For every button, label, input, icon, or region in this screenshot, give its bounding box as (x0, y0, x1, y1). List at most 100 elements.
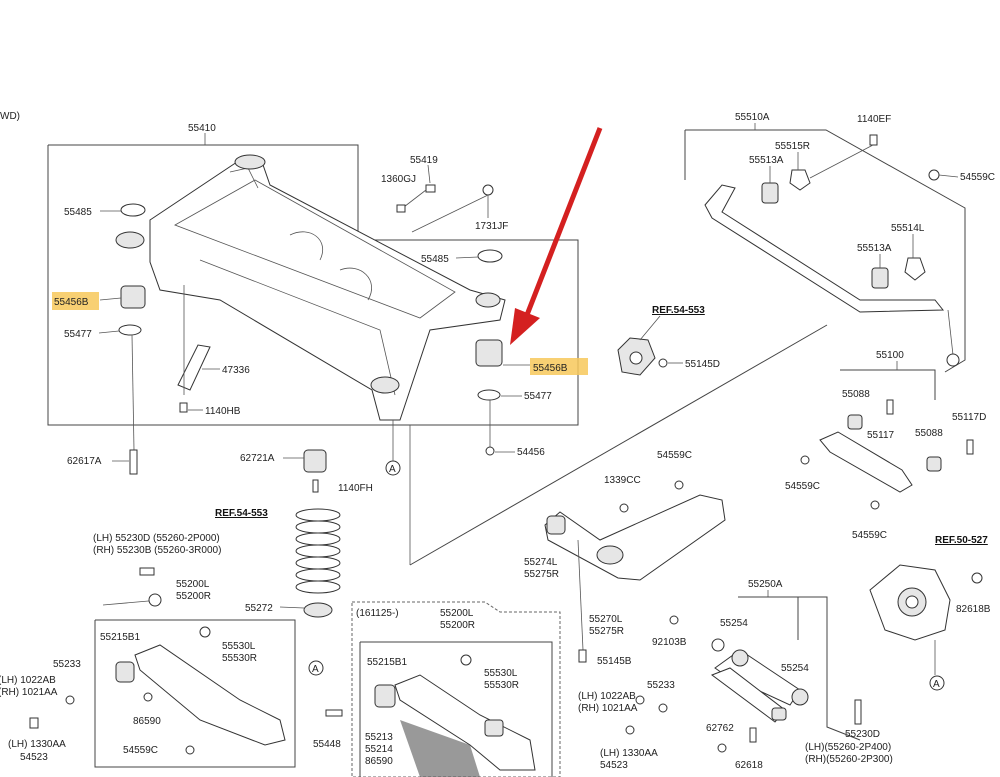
bumper-62721a (303, 449, 327, 473)
ref-label-2: REF.54-553 (215, 508, 268, 519)
label-55145b: 55145B (597, 656, 632, 667)
label-55254-a: 55254 (720, 618, 748, 629)
bolt-55117 (886, 399, 894, 415)
knuckle-hole (629, 351, 643, 365)
control-arms-group: 55100 55088 55117 55088 55117D 54559C 54… (409, 324, 991, 691)
clamp-55514l (904, 257, 926, 281)
callout-A-letter-1: A (389, 464, 396, 475)
label-55530l-b: 55530L (484, 668, 518, 679)
label-55230d: 55230D (845, 729, 880, 740)
label-55272: 55272 (245, 603, 273, 614)
label-55088-b: 55088 (915, 428, 943, 439)
trailing-arm (544, 494, 726, 581)
ball-joint-a (199, 626, 211, 638)
washer-55477-right (477, 389, 501, 401)
label-55233-a: 55233 (53, 659, 81, 670)
label-55456b-left: 55456B (54, 297, 89, 308)
upper-arm (819, 431, 913, 493)
bushing-55254-b (791, 688, 809, 706)
label-lh-1022ab-b: (LH) 1022AB (578, 691, 636, 702)
label-55117: 55117 (867, 430, 895, 441)
crossmember-frame (149, 159, 506, 421)
trailing-arm-bush (596, 545, 624, 565)
nut-55419 (425, 184, 436, 193)
label-62721a: 62721A (240, 453, 275, 464)
lower-arm-shadow (400, 720, 480, 777)
bushing-55088-a (847, 414, 863, 430)
bolt-1339cc (619, 503, 629, 513)
callout-A-knuckle (929, 675, 945, 691)
label-1360gj: 1360GJ (381, 174, 416, 185)
label-lh-1330aa: (LH) 1330AA (8, 739, 66, 750)
label-55215b1-a: 55215B1 (100, 632, 140, 643)
lower-left-group: 55200L 55200R 55215B1 55530L 55530R 5523… (0, 579, 343, 768)
nut-54559c-c (674, 480, 684, 490)
label-86590-b: 86590 (365, 756, 393, 767)
nut-62762 (717, 743, 727, 753)
label-54523-a: 54523 (20, 752, 48, 763)
dashed-box (351, 601, 561, 777)
frame-mount-top (234, 154, 266, 170)
label-62617a: 62617A (67, 456, 102, 467)
label-55200l-a: 55200L (176, 579, 210, 590)
right-lower-group: 55250A 55254 55254 55233 (LH) 1022AB (RH… (578, 579, 893, 771)
frame-mount-left (115, 231, 145, 249)
bracket-47336 (177, 344, 211, 391)
bushing-lateral (771, 707, 787, 721)
subframe-group: WD) 55410 55485 55456B 55477 62617A 4733… (0, 111, 588, 476)
highlight-right (530, 358, 588, 375)
spring-pad-55272 (303, 602, 333, 618)
label-55200r-b: 55200R (440, 620, 475, 631)
label-54456: 54456 (517, 447, 545, 458)
label-92103b: 92103B (652, 637, 687, 648)
label-82618b: 82618B (956, 604, 991, 615)
label-55214: 55214 (365, 744, 393, 755)
lower-left-box (94, 619, 296, 768)
callout-a-lower (148, 593, 162, 607)
bushing-55254-a (731, 649, 749, 667)
bolt-1140hb (179, 402, 188, 413)
label-55215b1-b: 55215B1 (367, 657, 407, 668)
label-rh-1021aa: (RH) 1021AA (0, 687, 58, 698)
nut-54559c-b (870, 500, 880, 510)
label-54559c-c: 54559C (657, 450, 692, 461)
bolt-92103b (669, 615, 679, 625)
washer-55485-left (120, 203, 146, 217)
ref-label-1: REF.54-553 (652, 305, 705, 316)
label-55250a: 55250A (748, 579, 783, 590)
callout-A-lower (308, 660, 324, 676)
coil-spring (295, 508, 341, 594)
label-lh-1022ab: (LH) 1022AB (0, 675, 56, 686)
label-55419: 55419 (410, 155, 438, 166)
label-55513a-2: 55513A (857, 243, 892, 254)
label-55270l: 55270L (589, 614, 623, 625)
label-55233-b: 55233 (647, 680, 675, 691)
bushing-55456b-left (120, 285, 146, 309)
bolt-55448 (325, 709, 343, 717)
callout-A-letter-2: A (933, 679, 940, 690)
bushing-55456b-right (475, 339, 503, 367)
corner-label: WD) (0, 111, 20, 122)
label-55485-right: 55485 (421, 254, 449, 265)
clamp-55515r (789, 169, 811, 191)
label-54559c-a: 54559C (785, 481, 820, 492)
lower-control-arm-1 (134, 644, 286, 746)
nut-1330aa-a (29, 717, 39, 729)
nut-54559c-a (800, 455, 810, 465)
bolt-55233-a (65, 695, 75, 705)
label-55477-left: 55477 (64, 329, 92, 340)
nut-54559c-lower (185, 745, 195, 755)
label-lh-55260: (LH)(55260-2P400) (805, 742, 891, 753)
label-1140ef: 1140EF (857, 114, 891, 125)
label-55100: 55100 (876, 350, 904, 361)
label-55275r: 55275R (524, 569, 559, 580)
label-lh-1330aa-b: (LH) 1330AA (600, 748, 658, 759)
label-55088-a: 55088 (842, 389, 870, 400)
label-lh-55230d: (LH) 55230D (55260-2P000) (93, 533, 220, 544)
label-rh-1021aa-b: (RH) 1021AA (578, 703, 638, 714)
inner-box (360, 641, 553, 777)
stab-label: 55510A (735, 112, 770, 123)
label-47336: 47336 (222, 365, 250, 376)
label-55456b-right: 55456B (533, 363, 568, 374)
subframe-box (47, 144, 579, 426)
